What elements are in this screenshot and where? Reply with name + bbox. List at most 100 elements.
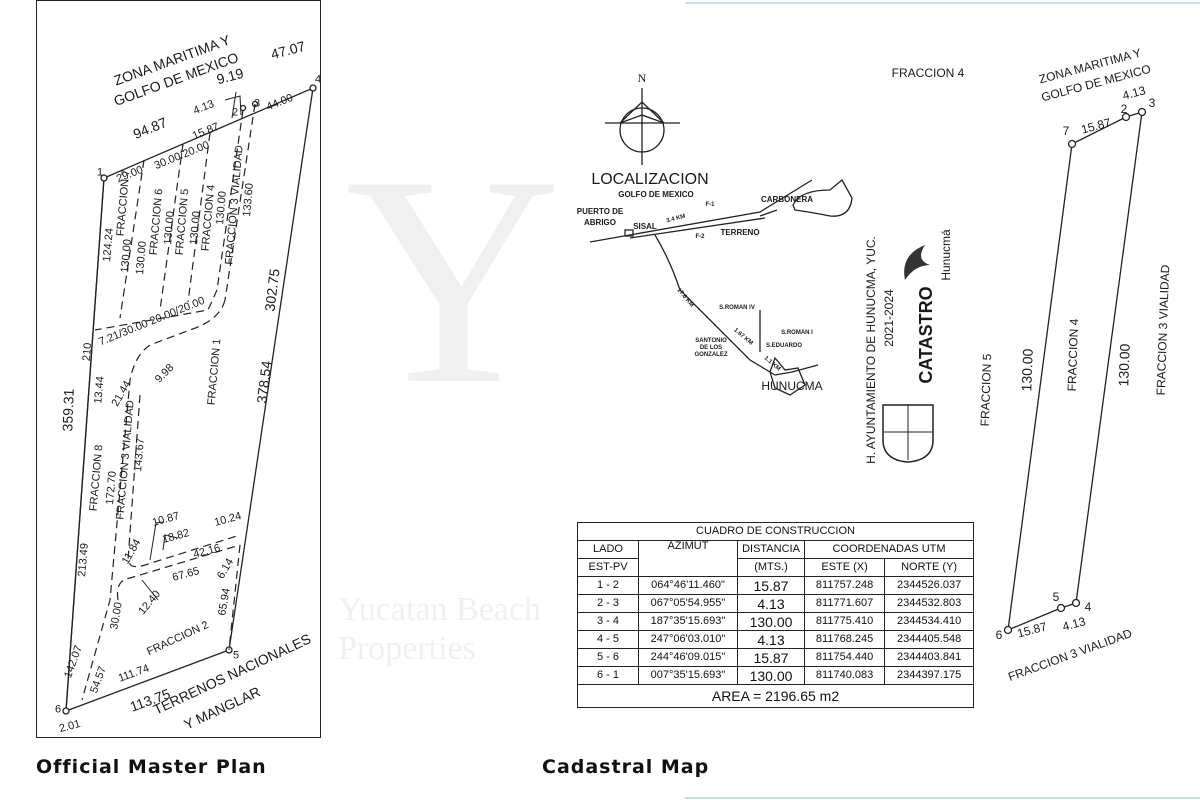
col-header: COORDENADAS UTM bbox=[804, 540, 974, 559]
location-map-title: LOCALIZACION bbox=[591, 171, 709, 188]
map-label: GOLFO DE MEXICO bbox=[618, 190, 694, 199]
table-title: CUADRO DE CONSTRUCCION bbox=[577, 522, 974, 541]
cad-label: 4 bbox=[1084, 600, 1092, 614]
plan-label: 2 bbox=[231, 106, 239, 119]
top-rule bbox=[685, 2, 1200, 4]
plan-label: 210 bbox=[80, 342, 95, 362]
carbonera-lagoon bbox=[792, 178, 853, 217]
cell: 15.87 bbox=[737, 576, 805, 595]
cell: 187°35'15.693" bbox=[638, 612, 738, 631]
cell: 811740.083 bbox=[803, 666, 886, 685]
cell: 811757.248 bbox=[803, 576, 886, 595]
map-label: S.ROMAN I bbox=[781, 330, 813, 336]
plan-label: 3 bbox=[253, 97, 261, 110]
coat-of-arms-icon bbox=[882, 404, 934, 463]
plan-label: 359.31 bbox=[59, 388, 77, 432]
cell: 2344397.175 bbox=[884, 666, 974, 685]
map-label: GONZALEZ bbox=[694, 352, 728, 358]
seal-dept: CATASTRO bbox=[916, 286, 936, 384]
cell: 3 - 4 bbox=[577, 612, 639, 631]
cell: 4 - 5 bbox=[577, 630, 639, 649]
cadastral-plot-drawing bbox=[1003, 107, 1147, 635]
cell: 811771.607 bbox=[803, 594, 886, 613]
cad-label: 2 bbox=[1120, 102, 1128, 116]
cell: 067°05'54.955" bbox=[638, 594, 738, 613]
plan-label: 6 bbox=[54, 703, 62, 716]
cell: 130.00 bbox=[737, 666, 805, 685]
cad-label: 7 bbox=[1062, 124, 1070, 138]
hunucma-town bbox=[769, 356, 806, 396]
map-label: TERRENO bbox=[720, 228, 760, 237]
map-label: HUNUCMA bbox=[761, 379, 823, 393]
bottom-rule bbox=[685, 797, 1200, 799]
plan-label: 5 bbox=[232, 649, 240, 662]
cell: 15.87 bbox=[737, 648, 805, 667]
map-label: PUERTO DE bbox=[576, 207, 624, 216]
cad-label: 130.00 bbox=[1018, 348, 1036, 392]
cell: 2 - 3 bbox=[577, 594, 639, 613]
cell: 2344534.410 bbox=[884, 612, 974, 631]
cell: 4.13 bbox=[737, 630, 805, 649]
cell: 811768.245 bbox=[803, 630, 886, 649]
map-label: DE LOS bbox=[699, 345, 723, 351]
cadastral-map-caption: Cadastral Map bbox=[542, 756, 710, 778]
cell: 2344405.548 bbox=[884, 630, 974, 649]
cell: 811775.410 bbox=[803, 612, 886, 631]
location-map-drawing bbox=[589, 88, 853, 396]
construction-table: CUADRO DE CONSTRUCCION LADO AZIMUT DISTA… bbox=[577, 522, 974, 708]
master-plan-frame bbox=[36, 0, 321, 738]
map-label: F-1 bbox=[705, 202, 715, 208]
cad-label: FRACCION 4 bbox=[891, 66, 965, 80]
seal-org: H. AYUNTAMIENTO DE HUNUCMA, YUC. bbox=[864, 236, 878, 464]
cell: 4.13 bbox=[737, 594, 805, 613]
map-label: S.EDUARDO bbox=[765, 343, 803, 349]
compass-icon bbox=[605, 88, 680, 165]
cad-label: 6 bbox=[995, 628, 1003, 642]
cell: 2344526.037 bbox=[884, 576, 974, 595]
hunucma-logo-icon bbox=[904, 245, 930, 280]
map-label: CARBONERA bbox=[761, 195, 813, 204]
cad-label: FRACCION 5 bbox=[977, 353, 995, 427]
map-label: ABRIGO bbox=[584, 218, 616, 227]
cell: 130.00 bbox=[737, 612, 805, 631]
cad-label: 5 bbox=[1052, 590, 1060, 604]
cell: 247°06'03.010" bbox=[638, 630, 738, 649]
watermark-logo: Y bbox=[345, 114, 562, 446]
col-header: DISTANCIA bbox=[737, 540, 805, 559]
cell: 007°35'15.693" bbox=[638, 666, 738, 685]
cell: 244°46'09.015" bbox=[638, 648, 738, 667]
col-header: LADO bbox=[577, 540, 639, 559]
plan-label: 1 bbox=[96, 166, 104, 179]
col-header: AZIMUT bbox=[638, 540, 738, 577]
north-label: N bbox=[637, 71, 647, 85]
cell: 5 - 6 bbox=[577, 648, 639, 667]
master-plan-caption: Official Master Plan bbox=[36, 756, 267, 778]
watermark-text: Yucatan Beach Properties bbox=[338, 591, 541, 668]
map-label: F-2 bbox=[695, 234, 705, 240]
cell: 2344532.803 bbox=[884, 594, 974, 613]
cad-label: 3 bbox=[1148, 96, 1156, 110]
col-header: ESTE (X) bbox=[803, 558, 886, 577]
cad-label: FRACCION 4 bbox=[1064, 318, 1082, 392]
col-header: EST-PV bbox=[577, 558, 639, 577]
cell: 064°46'11.460" bbox=[638, 576, 738, 595]
master-plan-drawing bbox=[62, 84, 317, 715]
cell: 1 - 2 bbox=[577, 576, 639, 595]
fraction-dividers bbox=[81, 103, 256, 701]
map-label: S.ROMAN IV bbox=[719, 305, 755, 311]
area-total: AREA = 2196.65 m2 bbox=[577, 684, 974, 708]
cad-label: 130.00 bbox=[1115, 343, 1133, 387]
col-header: NORTE (Y) bbox=[884, 558, 974, 577]
col-header: (MTS.) bbox=[737, 558, 805, 577]
plan-label: 4 bbox=[314, 73, 322, 86]
cell: 2344403.841 bbox=[884, 648, 974, 667]
map-label: SISAL bbox=[633, 222, 657, 231]
seal-period: 2021-2024 bbox=[882, 289, 896, 347]
cell: 6 - 1 bbox=[577, 666, 639, 685]
cell: 811754.440 bbox=[803, 648, 886, 667]
